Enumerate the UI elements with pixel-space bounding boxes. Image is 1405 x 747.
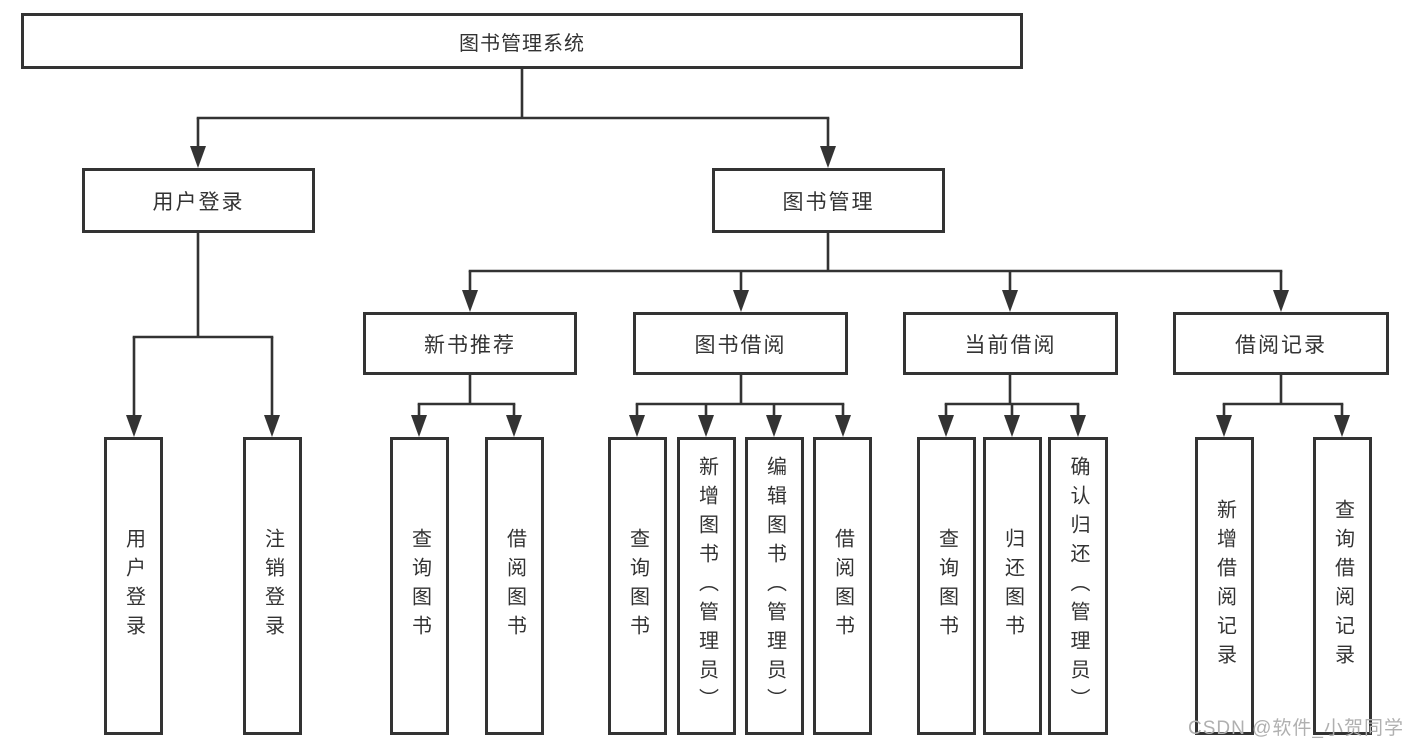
- node-book-management: 图书管理: [712, 168, 945, 233]
- arrowhead-down-icon: [1070, 415, 1086, 437]
- leaf-add-borrow-record-label: 新增借阅记录: [1213, 499, 1236, 673]
- arrowhead-down-icon: [126, 415, 142, 437]
- node-user-login: 用户登录: [82, 168, 315, 233]
- leaf-confirm-return-admin: 确认归还（管理员）: [1048, 437, 1108, 735]
- node-library-system-label: 图书管理系统: [459, 32, 585, 55]
- leaf-add-books-admin-label: 新增图书（管理员）: [695, 455, 718, 717]
- node-book-borrowing-label: 图书借阅: [694, 333, 787, 357]
- leaf-logout-login: 注销登录: [243, 437, 302, 735]
- node-book-management-label: 图书管理: [782, 190, 875, 214]
- leaf-add-borrow-record: 新增借阅记录: [1195, 437, 1254, 735]
- leaf-query-books-recommend-label: 查询图书: [408, 528, 431, 644]
- leaf-return-books-label: 归还图书: [1001, 528, 1024, 644]
- leaf-borrow-books-recommend-label: 借阅图书: [503, 528, 526, 644]
- leaf-borrow-books-borrowing-label: 借阅图书: [831, 528, 854, 644]
- connector-branch: [196, 67, 830, 120]
- arrowhead-down-icon: [835, 415, 851, 437]
- leaf-query-books-borrowing-label: 查询图书: [626, 528, 649, 644]
- leaf-borrow-books-borrowing: 借阅图书: [813, 437, 872, 735]
- arrowhead-down-icon: [629, 415, 645, 437]
- node-new-book-recommend: 新书推荐: [363, 312, 577, 375]
- arrowhead-down-icon: [1334, 415, 1350, 437]
- node-library-system: 图书管理系统: [21, 13, 1023, 69]
- leaf-user-login: 用户登录: [104, 437, 163, 735]
- leaf-user-login-label: 用户登录: [122, 528, 145, 644]
- connector-branch: [417, 373, 516, 406]
- connector-branch: [635, 373, 845, 406]
- connector-branch: [944, 373, 1080, 406]
- arrowhead-down-icon: [766, 415, 782, 437]
- leaf-query-borrow-record: 查询借阅记录: [1313, 437, 1372, 735]
- arrowhead-down-icon: [1002, 290, 1018, 312]
- arrowhead-down-icon: [698, 415, 714, 437]
- arrowhead-down-icon: [820, 146, 836, 168]
- leaf-confirm-return-admin-label: 确认归还（管理员）: [1067, 455, 1089, 717]
- node-user-login-label: 用户登录: [152, 190, 245, 214]
- node-borrowing-records: 借阅记录: [1173, 312, 1389, 375]
- leaf-query-books-borrowing: 查询图书: [608, 437, 667, 735]
- leaf-return-books: 归还图书: [983, 437, 1042, 735]
- arrowhead-down-icon: [264, 415, 280, 437]
- leaf-query-books-recommend: 查询图书: [390, 437, 449, 735]
- leaf-logout-login-label: 注销登录: [261, 528, 284, 644]
- arrowhead-down-icon: [190, 146, 206, 168]
- leaf-add-books-admin: 新增图书（管理员）: [677, 437, 736, 735]
- csdn-watermark: CSDN @软件_小贺同学: [1188, 718, 1404, 739]
- node-current-borrowing-label: 当前借阅: [964, 333, 1057, 357]
- node-borrowing-records-label: 借阅记录: [1235, 333, 1327, 357]
- arrowhead-down-icon: [411, 415, 427, 437]
- arrowhead-down-icon: [462, 290, 478, 312]
- connector-branch: [1222, 373, 1344, 406]
- arrowhead-down-icon: [938, 415, 954, 437]
- arrowhead-down-icon: [1216, 415, 1232, 437]
- arrowhead-down-icon: [733, 290, 749, 312]
- leaf-edit-books-admin-label: 编辑图书（管理员）: [763, 455, 786, 717]
- leaf-query-borrow-record-label: 查询借阅记录: [1331, 499, 1354, 673]
- connector-branch: [132, 231, 274, 339]
- node-current-borrowing: 当前借阅: [903, 312, 1118, 375]
- node-new-book-recommend-label: 新书推荐: [424, 333, 516, 357]
- leaf-borrow-books-recommend: 借阅图书: [485, 437, 544, 735]
- leaf-edit-books-admin: 编辑图书（管理员）: [745, 437, 804, 735]
- connector-branch: [468, 231, 1283, 273]
- leaf-query-books-current: 查询图书: [917, 437, 976, 735]
- arrowhead-down-icon: [1004, 415, 1020, 437]
- node-book-borrowing: 图书借阅: [633, 312, 848, 375]
- leaf-query-books-current-label: 查询图书: [935, 528, 958, 644]
- arrowhead-down-icon: [506, 415, 522, 437]
- arrowhead-down-icon: [1273, 290, 1289, 312]
